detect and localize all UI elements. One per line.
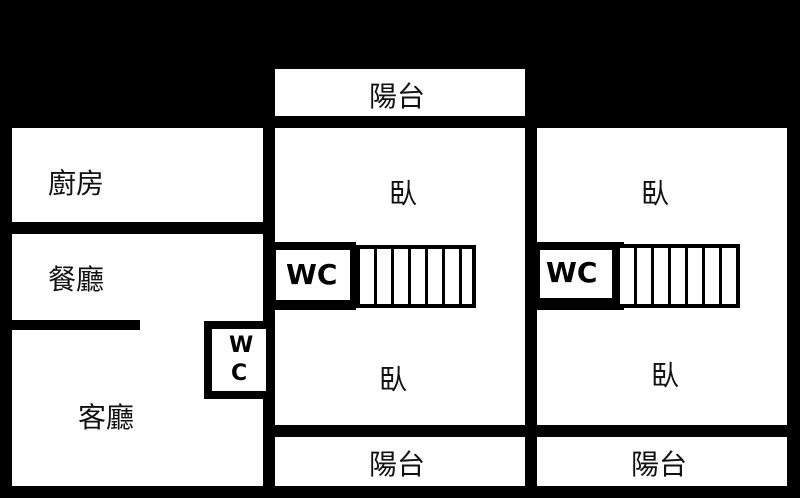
f2-balcony-top: 陽台 — [275, 69, 525, 116]
f1-wc-room: W C — [212, 329, 266, 391]
f3-balcony-bottom-label: 陽台 — [631, 448, 688, 481]
f1-wc-label-c: C — [231, 361, 248, 386]
f1-kitchen-label: 廚房 — [48, 167, 105, 200]
f3-stairs — [616, 244, 740, 308]
f3-wc-label: WC — [546, 256, 598, 289]
floor-label-2f: 2F — [366, 14, 408, 49]
f3-bedroom-top-label: 臥 — [641, 177, 670, 210]
f3-wc-room: WC — [540, 250, 612, 298]
f2-balcony-bottom-label: 陽台 — [369, 448, 426, 481]
f2-wc-label: WC — [286, 258, 338, 291]
f2-bedroom-bottom-label: 臥 — [379, 363, 408, 396]
f2-wc-room: WC — [276, 250, 350, 300]
f1-wc-label-w: W — [229, 333, 254, 358]
f2-balcony-top-label: 陽台 — [369, 80, 426, 113]
f2-bedroom-top-label: 臥 — [389, 177, 418, 210]
f2-balcony-bottom: 陽台 — [275, 437, 525, 486]
f3-bedroom-bottom-label: 臥 — [651, 359, 680, 392]
floor-label-3-4f: 3.4F — [622, 14, 696, 49]
f1-living-label: 客廳 — [78, 401, 135, 434]
f1-dining-room: 餐廳 — [12, 234, 263, 320]
floor-label-1f: 1F — [118, 14, 160, 49]
f1-kitchen-room: 廚房 — [12, 128, 263, 222]
f1-dining-label: 餐廳 — [48, 263, 105, 296]
f3-balcony-bottom: 陽台 — [537, 437, 787, 486]
f2-stairs — [356, 245, 476, 308]
